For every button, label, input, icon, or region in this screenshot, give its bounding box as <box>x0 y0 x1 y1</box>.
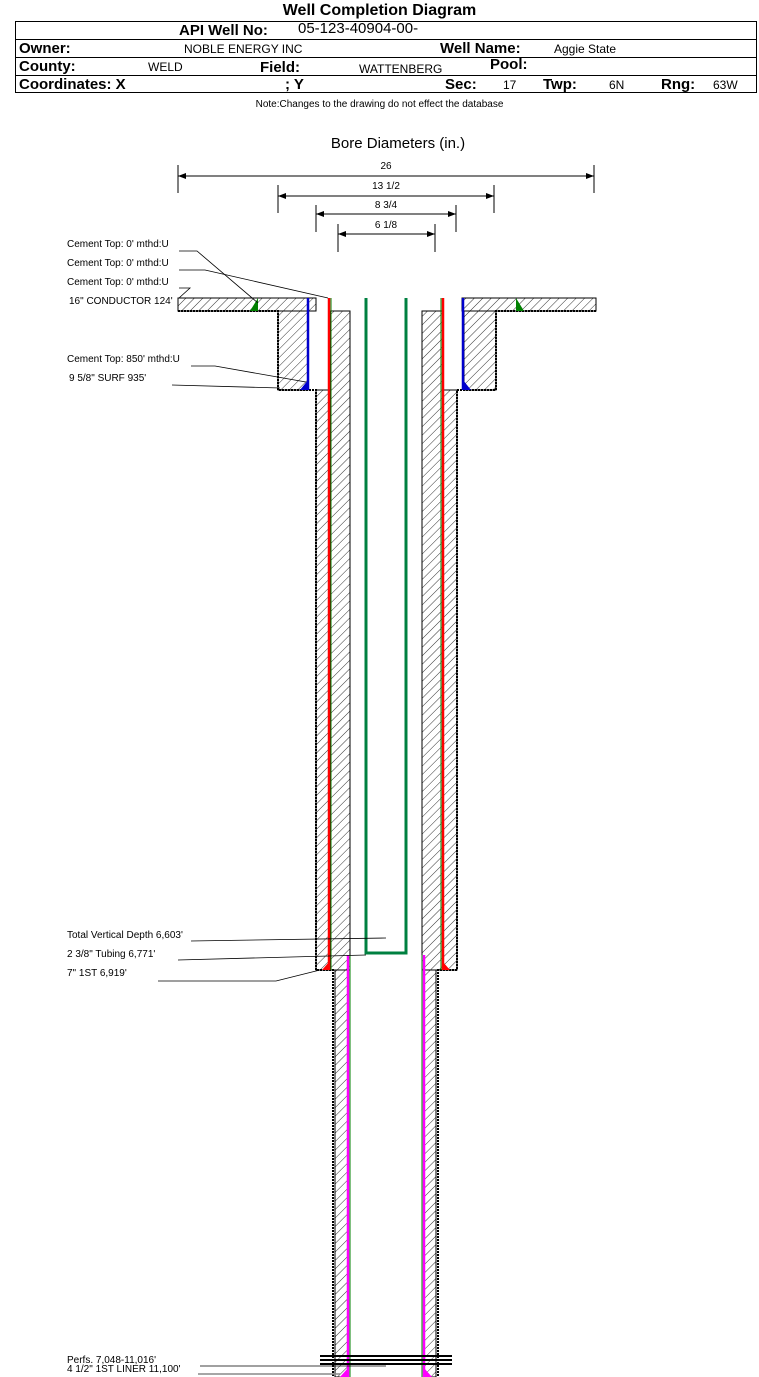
hole-outline <box>178 310 596 1377</box>
coords-label: Coordinates: X <box>19 76 126 93</box>
diameter-8-3-4: 8 3/4 <box>375 200 398 211</box>
label-cement-top-4: Cement Top: 850' mthd:U <box>67 354 180 365</box>
label-first-casing: 7" 1ST 6,919' <box>67 968 127 979</box>
label-tubing: 2 3/8" Tubing 6,771' <box>67 949 155 960</box>
county-value: WELD <box>148 60 183 74</box>
leader-lines <box>158 250 387 1375</box>
rng-label: Rng: <box>661 76 696 93</box>
twp-label: Twp: <box>543 76 577 93</box>
dimension-lines <box>177 165 595 252</box>
note: Note:Changes to the drawing do not effec… <box>255 99 504 110</box>
label-conductor: 16" CONDUCTOR 124' <box>69 296 173 307</box>
field-value: WATTENBERG <box>359 62 443 76</box>
well-header-table: API Well No: 05-123-40904-00- Owner: NOB… <box>15 21 757 93</box>
twp-value: 6N <box>609 78 625 92</box>
label-cement-top-1: Cement Top: 0' mthd:U <box>67 239 169 250</box>
y-label: ; Y <box>285 76 304 93</box>
diagram-title: Well Completion Diagram <box>282 2 477 19</box>
owner-label: Owner: <box>19 40 71 57</box>
wellname-value: Aggie State <box>554 42 617 56</box>
label-cement-top-3: Cement Top: 0' mthd:U <box>67 277 169 288</box>
cement-shoes <box>250 298 524 1377</box>
diameter-13-1-2: 13 1/2 <box>372 181 400 192</box>
api-label: API Well No: <box>179 22 268 39</box>
field-label: Field: <box>260 59 300 76</box>
api-value: 05-123-40904-00- <box>298 20 419 37</box>
label-cement-top-2: Cement Top: 0' mthd:U <box>67 258 169 269</box>
label-perfs: Perfs. 7,048-11,016' <box>67 1355 156 1366</box>
wellname-label: Well Name: <box>440 40 521 57</box>
bore-title: Bore Diameters (in.) <box>331 135 465 152</box>
diameter-6-1-8: 6 1/8 <box>375 220 398 231</box>
sec-label: Sec: <box>445 76 477 93</box>
tubing <box>364 298 408 955</box>
label-liner: 4 1/2" 1ST LINER 11,100' <box>67 1364 181 1375</box>
county-label: County: <box>19 58 76 75</box>
owner-value: NOBLE ENERGY INC <box>184 42 303 56</box>
perforations <box>320 1355 452 1365</box>
pool-label: Pool: <box>490 56 528 73</box>
cement-hatching <box>177 297 597 1377</box>
label-surface-casing: 9 5/8" SURF 935' <box>69 373 146 384</box>
label-tvd: Total Vertical Depth 6,603' <box>67 930 183 941</box>
rng-value: 63W <box>713 78 738 92</box>
sec-value: 17 <box>503 78 517 92</box>
diameter-26: 26 <box>380 161 392 172</box>
